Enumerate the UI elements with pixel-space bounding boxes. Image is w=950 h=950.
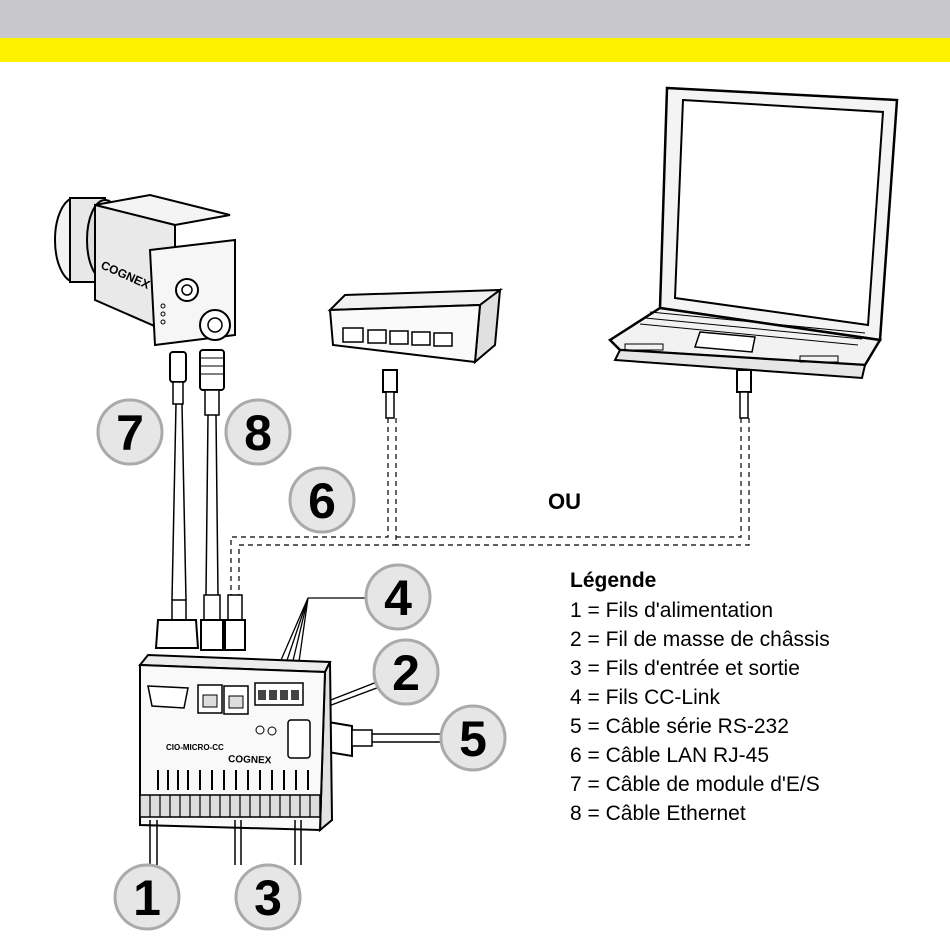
legend-item-5: 5 = Câble série RS-232 [570, 715, 789, 738]
svg-text:5: 5 [459, 711, 487, 767]
callout-2: 2 [374, 640, 438, 704]
network-switch [330, 290, 500, 362]
svg-text:8: 8 [244, 405, 272, 461]
camera-device: COGNEX [55, 195, 235, 345]
callout-6: 6 [290, 468, 354, 532]
io-module-device: CIO-MICRO-CC COGNEX [140, 655, 332, 830]
legend-item-7: 7 = Câble de module d'E/S [570, 773, 820, 796]
legend-title: Légende [570, 569, 656, 592]
legend-item-6: 6 = Câble LAN RJ-45 [570, 744, 769, 767]
svg-text:2: 2 [392, 645, 420, 701]
switch-rj45-plug [383, 370, 397, 418]
legend-item-1: 1 = Fils d'alimentation [570, 599, 773, 622]
laptop-computer [610, 88, 897, 378]
module-brand-label: COGNEX [228, 754, 272, 767]
legend: Légende 1 = Fils d'alimentation 2 = Fil … [570, 569, 830, 825]
svg-text:1: 1 [133, 870, 161, 926]
callout-3: 3 [236, 865, 300, 929]
ethernet-cable [200, 350, 224, 650]
power-wires [150, 820, 157, 865]
module-model-label: CIO-MICRO-CC [166, 743, 224, 752]
callout-8: 8 [226, 400, 290, 464]
svg-text:4: 4 [384, 570, 412, 626]
callout-5: 5 [441, 706, 505, 770]
io-module-cable [156, 352, 198, 648]
legend-item-8: 8 = Câble Ethernet [570, 802, 746, 825]
svg-text:7: 7 [116, 405, 144, 461]
callout-4: 4 [366, 565, 430, 629]
legend-item-4: 4 = Fils CC-Link [570, 686, 720, 709]
or-label: OU [548, 489, 581, 514]
callout-7: 7 [98, 400, 162, 464]
callout-1: 1 [115, 865, 179, 929]
svg-text:6: 6 [308, 473, 336, 529]
rs232-cable [328, 722, 440, 756]
legend-item-2: 2 = Fil de masse de châssis [570, 628, 830, 651]
lan-cable-module-plug [225, 595, 245, 650]
legend-item-3: 3 = Fils d'entrée et sortie [570, 657, 800, 680]
laptop-rj45-plug [737, 370, 751, 418]
svg-text:3: 3 [254, 870, 282, 926]
